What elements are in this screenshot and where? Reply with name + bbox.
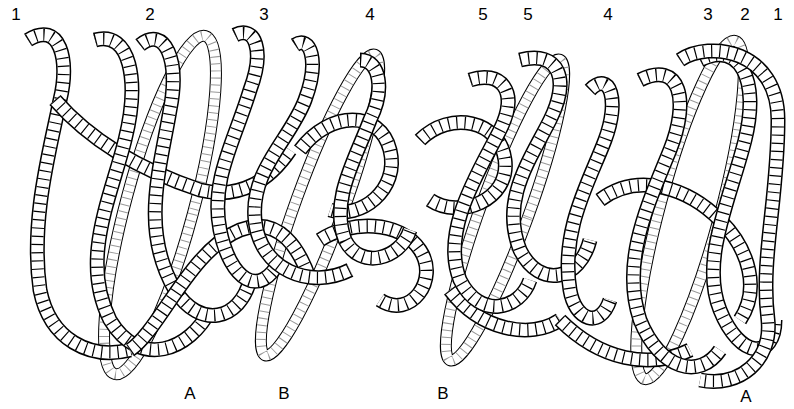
ring-label: B: [435, 385, 450, 403]
strand-number: 1: [9, 6, 22, 24]
ring-label: A: [738, 388, 753, 406]
strand-number: 5: [521, 6, 534, 24]
strand-number: 3: [257, 6, 270, 24]
ribbon-group: [28, 33, 778, 382]
strand-number: 4: [363, 6, 376, 24]
strand-number: 5: [476, 6, 489, 24]
strand-number: 1: [771, 6, 784, 24]
ring-label: B: [276, 385, 291, 403]
strand-number: 2: [143, 6, 156, 24]
strand-number: 2: [738, 6, 751, 24]
strand-number: 3: [701, 6, 714, 24]
ring-label: A: [182, 385, 197, 403]
strand-number: 4: [601, 6, 614, 24]
